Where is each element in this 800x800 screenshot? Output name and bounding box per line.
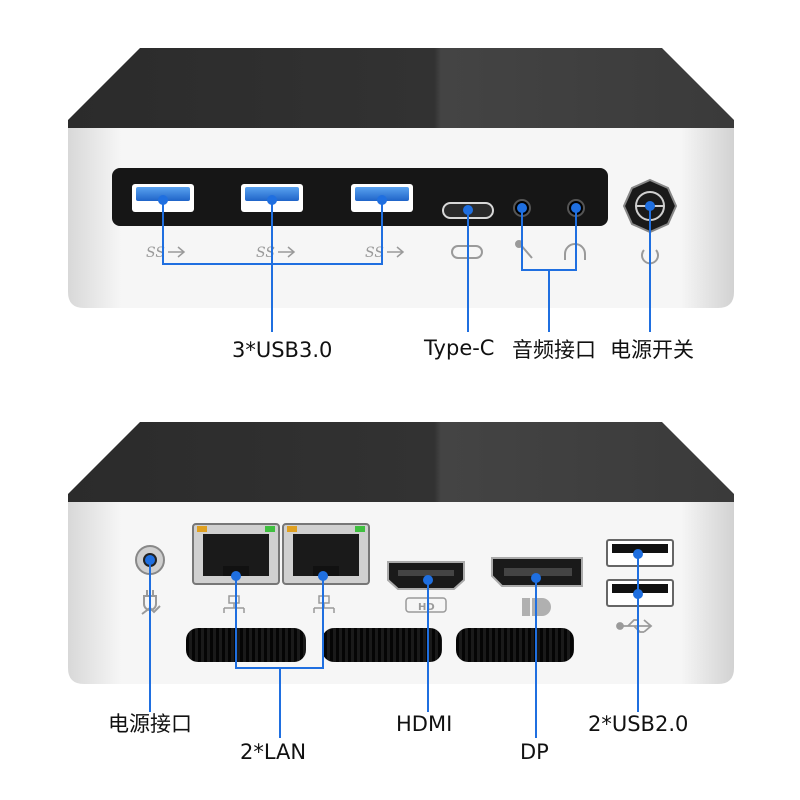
back-callout-lines [149, 554, 639, 738]
back-device: HD [68, 422, 734, 738]
hdmi-label: HDMI [396, 712, 453, 736]
usb-trident-icon [168, 246, 405, 258]
displayport-port [491, 557, 583, 587]
hdmi-logo-icon [405, 597, 447, 613]
power-jack-label: 电源接口 [108, 712, 192, 736]
vent-grille [322, 628, 442, 662]
usb-ss-symbol: SS [365, 245, 384, 261]
front-callout-lines [162, 200, 651, 332]
front-device: SS SS SS [68, 48, 734, 332]
type-c-label: Type-C [424, 336, 495, 360]
front-callout-dots [158, 195, 655, 215]
vent-grille [186, 628, 306, 662]
back-case-top [68, 422, 734, 504]
usb-ss-symbol: SS [256, 245, 275, 261]
hdmi-logo-text: HD [418, 602, 435, 613]
lan-port [282, 523, 370, 585]
dp-label: DP [520, 740, 549, 764]
power-switch-label: 电源开关 [610, 338, 694, 362]
usb3-label: 3*USB3.0 [232, 338, 333, 362]
audio-port-label: 音频接口 [512, 338, 596, 362]
vent-grille [456, 628, 574, 662]
usb-trident-icon [616, 619, 653, 633]
back-callout-dots [145, 549, 643, 599]
usb-ss-symbol: SS [146, 245, 165, 261]
lan-label: 2*LAN [240, 740, 307, 764]
front-case-top [68, 48, 734, 130]
usb2-label: 2*USB2.0 [588, 712, 689, 736]
